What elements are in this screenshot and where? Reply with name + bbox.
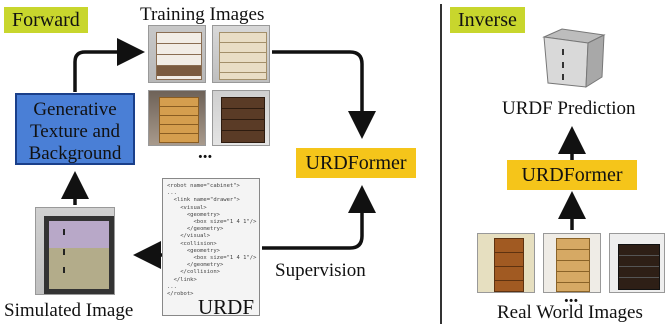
urdf-code-line: </geometry> — [167, 262, 224, 269]
training-image-1 — [148, 25, 206, 83]
urdf-code-line: <geometry> — [167, 247, 220, 254]
generative-line-1: Generative — [33, 99, 117, 120]
urdformer-inverse-box: URDFormer — [507, 160, 637, 190]
arrow-training-to-urdformer — [272, 50, 376, 139]
urdf-code-line: </collision> — [167, 269, 220, 276]
urdf-code-panel: <robot name="cabinet">... <link name="dr… — [162, 178, 260, 316]
inverse-tag: Inverse — [450, 7, 525, 33]
training-ellipsis: ... — [198, 142, 213, 163]
urdf-prediction-label: URDF Prediction — [502, 98, 636, 119]
urdf-code-line: <box size="1 4 1"/> — [167, 219, 257, 225]
supervision-label: Supervision — [275, 260, 366, 281]
real-ellipsis: ... — [564, 286, 579, 307]
urdf-prediction-cabinet — [540, 25, 608, 91]
urdf-code-line: <visual> — [167, 204, 207, 211]
real-image-1 — [477, 233, 535, 293]
training-images-label: Training Images — [140, 4, 265, 25]
urdf-code-line: </link> — [167, 276, 197, 283]
real-world-images-label: Real World Images — [497, 302, 643, 323]
arrow-supervision — [262, 185, 376, 250]
training-image-4 — [212, 90, 270, 146]
urdf-code-line: </robot> — [167, 291, 194, 297]
urdformer-forward-box: URDFormer — [296, 148, 416, 178]
simulated-image-label: Simulated Image — [4, 300, 134, 321]
arrow-generative-to-training — [73, 38, 145, 92]
urdf-code-line: ... — [167, 283, 177, 290]
urdf-code-line: <geometry> — [167, 211, 220, 218]
urdf-code-line: <link name="drawer"> — [167, 197, 240, 204]
urdf-code-line: <box size="1 4 1"/> — [167, 255, 257, 261]
urdf-code-line: ... — [167, 190, 177, 197]
urdf-code-line: <robot name="cabinet"> — [167, 183, 240, 189]
urdf-code-line: </geometry> — [167, 226, 224, 233]
urdf-label: URDF — [198, 295, 255, 319]
simulated-image — [35, 207, 115, 295]
urdf-code-line: <collision> — [167, 240, 217, 247]
training-image-3 — [148, 90, 206, 146]
forward-tag: Forward — [4, 7, 88, 33]
real-image-3 — [609, 233, 665, 293]
generative-line-2: Texture and — [30, 121, 120, 142]
section-divider — [440, 4, 442, 324]
generative-line-3: Background — [28, 143, 122, 164]
training-image-2 — [212, 25, 270, 83]
urdf-code-line: </visual> — [167, 233, 211, 240]
real-image-2 — [543, 233, 601, 293]
generative-texture-box: Generative Texture and Background — [15, 93, 135, 165]
